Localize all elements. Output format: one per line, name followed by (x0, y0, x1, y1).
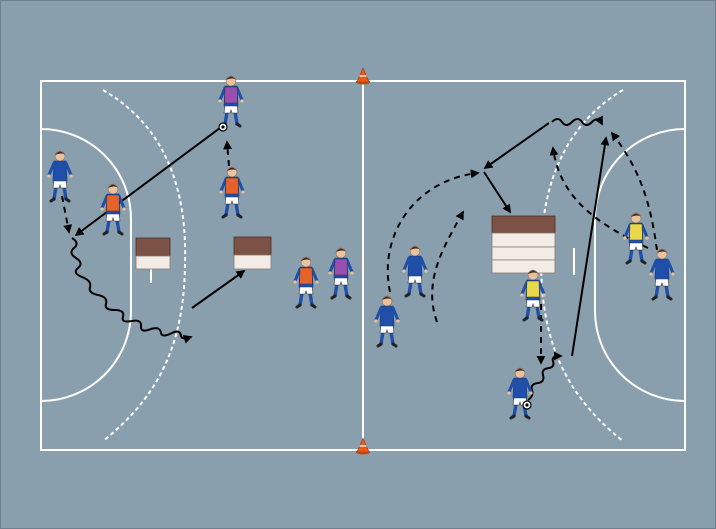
dribble-arrow-left (70, 237, 193, 344)
run-arrow-orange-up (223, 140, 233, 167)
training-bib (225, 177, 239, 195)
large-box-right (491, 215, 556, 274)
movement-arrows (61, 115, 658, 401)
player-orange-bib-center-left (217, 165, 247, 219)
left-goal-area-line (40, 128, 132, 402)
pass-arrow-right-top (483, 122, 550, 170)
run-arrow-to-large-box (483, 171, 511, 214)
player-purple-bib-top-left (216, 74, 246, 132)
training-bib (526, 280, 540, 298)
ball-pattern (525, 403, 529, 407)
player-orange-bib-left (98, 182, 128, 236)
right-goal-area-line (594, 128, 686, 402)
pass-arrow-top-left (74, 124, 225, 237)
small-box-left (135, 237, 171, 270)
run-arrow-right-half-curve (386, 169, 480, 293)
run-arrow-right-goal-up (610, 131, 658, 251)
run-arrow-right-half-zigzag (431, 210, 464, 323)
small-box-center (233, 236, 272, 270)
training-bib (334, 258, 348, 276)
pass-arrow-long-right (571, 136, 610, 357)
dribble-arrow-right-top (551, 115, 603, 126)
training-bib (299, 267, 313, 285)
player-yellow-bib-center-right (518, 268, 548, 322)
player-purple-bib-midcourt (326, 246, 356, 300)
pass-arrow-to-center-box (191, 269, 246, 309)
players (45, 74, 677, 420)
player-blue-bottom-right-with-ball (505, 366, 535, 420)
cone-bottom (356, 437, 370, 455)
player-orange-bib-midcourt (291, 255, 321, 309)
training-bib (106, 194, 120, 212)
training-bib (224, 86, 238, 104)
training-bib (629, 223, 643, 241)
player-yellow-bib-right-goal (621, 211, 651, 265)
cone-top (356, 67, 370, 85)
left-free-throw-line (102, 89, 187, 442)
ball-pattern (221, 125, 225, 129)
dribble-arrow-bottom-right (527, 351, 563, 401)
